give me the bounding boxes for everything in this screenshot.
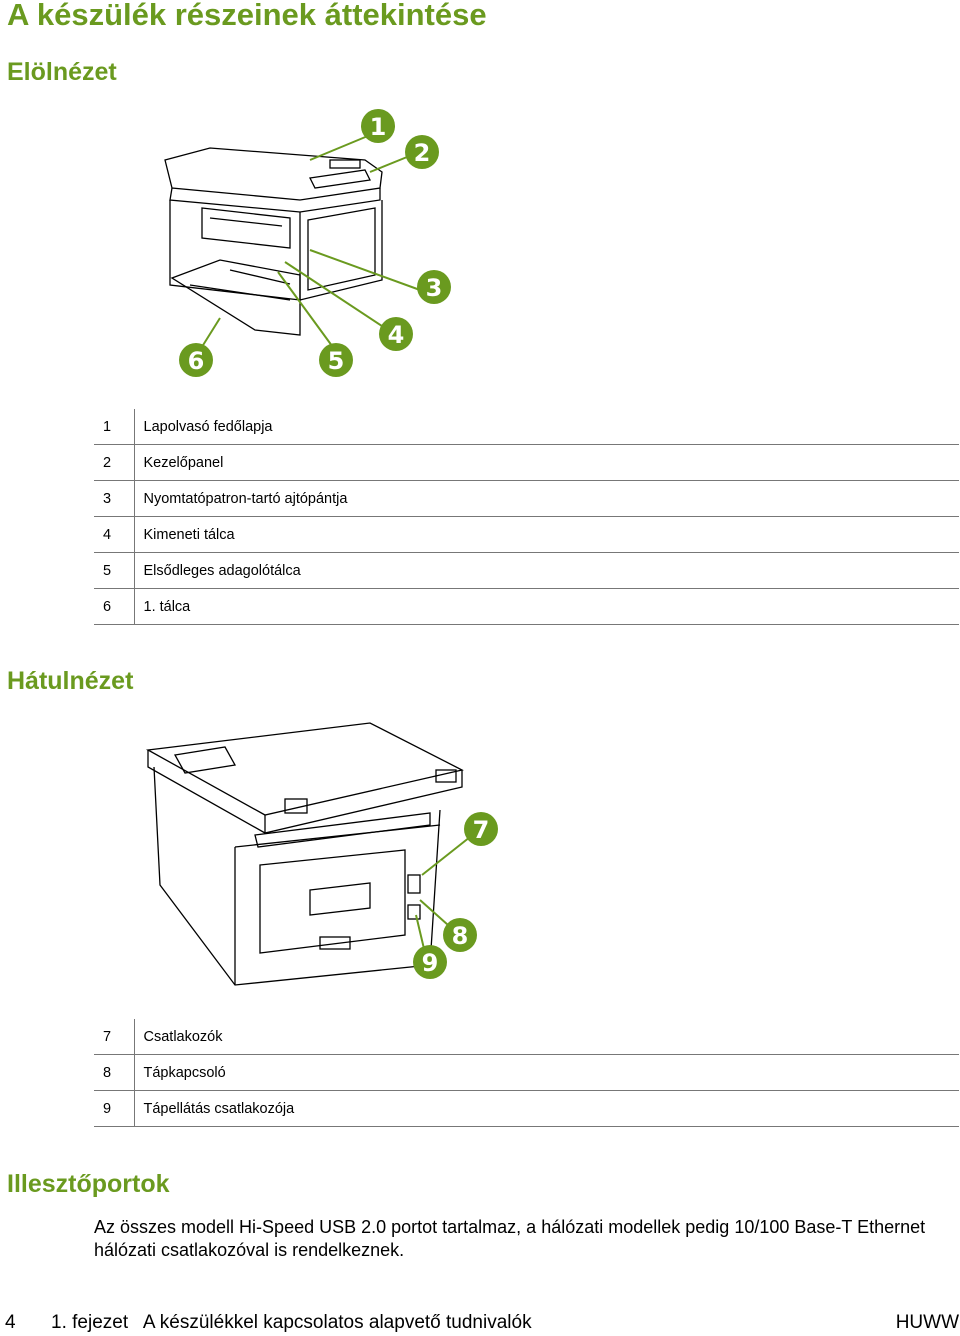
item-label: Lapolvasó fedőlapja — [134, 409, 959, 445]
front-view-illustration — [164, 147, 383, 336]
callout-marker — [464, 812, 498, 846]
rear-view-heading: Hátulnézet — [7, 667, 134, 695]
callout-number: 2 — [414, 139, 431, 167]
rear-callouts: 7 8 9 — [413, 812, 498, 979]
callout-marker — [443, 918, 477, 952]
callout-marker — [417, 270, 451, 304]
callout-marker — [405, 135, 439, 169]
rear-view-illustration — [145, 722, 464, 986]
front-callouts: 1 2 3 4 5 6 — [179, 109, 451, 377]
item-label: 1. tálca — [134, 588, 959, 625]
callout-number: 5 — [328, 347, 345, 375]
callout-number: 1 — [370, 113, 387, 141]
page-title: A készülék részeinek áttekintése — [7, 0, 487, 32]
item-label: Tápkapcsoló — [134, 1054, 959, 1091]
item-label: Csatlakozók — [134, 1019, 959, 1055]
item-number: 1 — [94, 409, 135, 445]
ports-heading: Illesztőportok — [7, 1170, 170, 1198]
item-number: 7 — [94, 1019, 135, 1055]
item-number: 8 — [94, 1054, 135, 1091]
callout-marker — [379, 317, 413, 351]
callout-marker — [179, 343, 213, 377]
callout-number: 4 — [388, 321, 405, 349]
page-number: 4 — [5, 1312, 16, 1333]
item-label: Nyomtatópatron-tartó ajtópántja — [134, 480, 959, 517]
callout-marker — [413, 945, 447, 979]
item-label: Kezelőpanel — [134, 444, 959, 481]
callout-number: 8 — [452, 922, 469, 950]
callout-marker — [361, 109, 395, 143]
front-view-heading: Elölnézet — [7, 58, 117, 86]
item-label: Elsődleges adagolótálca — [134, 552, 959, 589]
page-footer: 4 1. fejezet A készülékkel kapcsolatos a… — [0, 1310, 960, 1336]
item-number: 4 — [94, 516, 135, 553]
footer-locale: HUWW — [895, 1312, 959, 1333]
item-number: 3 — [94, 480, 135, 517]
chapter-title: 1. fejezet A készülékkel kapcsolatos ala… — [51, 1312, 532, 1333]
item-label: Kimeneti tálca — [134, 516, 959, 553]
callout-marker — [319, 343, 353, 377]
item-number: 6 — [94, 588, 135, 625]
item-number: 9 — [94, 1090, 135, 1127]
callout-number: 3 — [426, 274, 443, 302]
callout-number: 7 — [473, 816, 490, 844]
callout-number: 9 — [422, 949, 439, 977]
item-number: 2 — [94, 444, 135, 481]
item-label: Tápellátás csatlakozója — [134, 1090, 959, 1127]
ports-description: Az összes modell Hi-Speed USB 2.0 portot… — [94, 1217, 926, 1260]
item-number: 5 — [94, 552, 135, 589]
callout-number: 6 — [188, 347, 205, 375]
